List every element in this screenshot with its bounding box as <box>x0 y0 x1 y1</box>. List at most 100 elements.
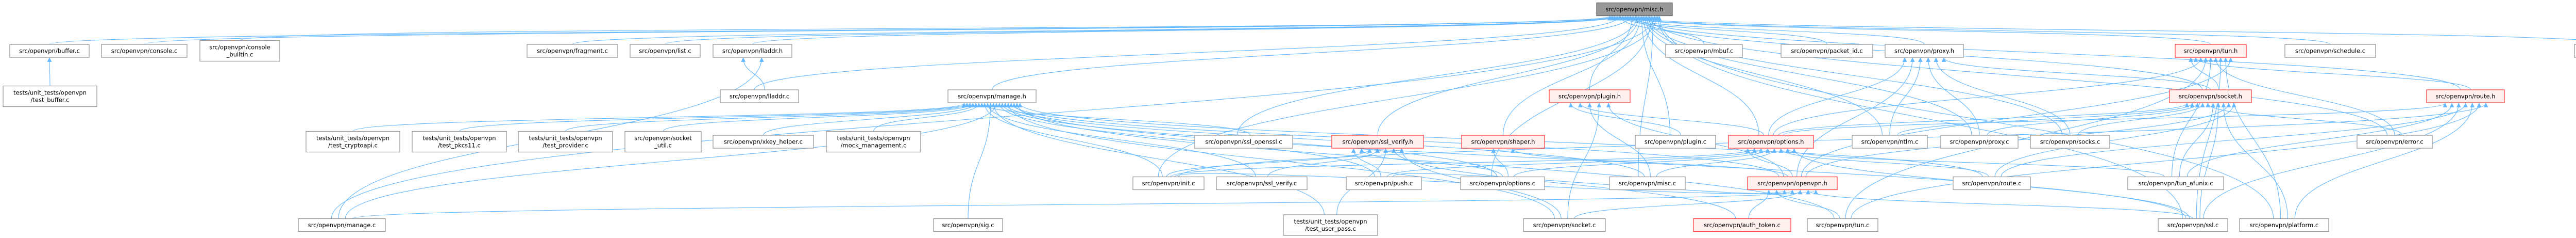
node-test-user-pass-c[interactable]: tests/unit_tests/openvpn/test_user_pass.… <box>1283 214 1378 236</box>
node-sig-c[interactable]: src/openvpn/sig.c <box>933 218 1003 232</box>
edge-init-c-to-ssl-verify-h <box>1166 148 1372 177</box>
node-test-provider-c[interactable]: tests/unit_tests/openvpn/test_provider.c <box>518 131 613 153</box>
edge-options-h-to-misc-h <box>1641 15 1759 136</box>
edge-options-c-to-shaper-h <box>1491 148 1509 177</box>
node-schedule-c[interactable]: src/openvpn/schedule.c <box>2284 44 2376 58</box>
edge-tun-afunix-c-to-options-h <box>1785 148 2165 177</box>
node-lladdr-c[interactable]: src/openvpn/lladdr.c <box>720 89 799 103</box>
node-packet-id-c[interactable]: src/openvpn/packet_id.c <box>1781 44 1873 58</box>
node-box <box>2030 135 2110 149</box>
node-misc-c[interactable]: src/openvpn/misc.c <box>1609 176 1686 191</box>
node-label: src/openvpn/buffer.c <box>19 47 80 55</box>
node-tun-h[interactable]: src/openvpn/tun.h <box>2175 44 2247 58</box>
node-proxy-c[interactable]: src/openvpn/proxy.c <box>1940 135 2019 149</box>
node-route-c[interactable]: src/openvpn/route.c <box>1953 176 2031 191</box>
node-lladdr-h[interactable]: src/openvpn/lladdr.h <box>713 44 792 58</box>
node-box <box>1635 135 1716 149</box>
edge-error-c-to-socket-h <box>2206 103 2403 136</box>
node-box <box>3 85 97 107</box>
node-platform-c[interactable]: src/openvpn/platform.c <box>2239 218 2329 232</box>
node-label: src/openvpn/plugin.h <box>1558 93 1621 100</box>
node-console-builtin-c[interactable]: src/openvpn/console_builtin.c <box>199 40 280 62</box>
node-box <box>2357 135 2433 149</box>
node-label: tests/unit_tests/openvpn <box>13 89 87 97</box>
node-mock-management-c[interactable]: tests/unit_tests/openvpn/mock_management… <box>826 131 921 153</box>
node-ssl-c[interactable]: src/openvpn/ssl.c <box>2158 218 2228 232</box>
edge-socket-c-to-openvpn-h <box>1574 189 1803 219</box>
node-console-c[interactable]: src/openvpn/console.c <box>101 44 188 58</box>
node-label: src/openvpn/options.h <box>1738 138 1804 146</box>
node-error-c[interactable]: src/openvpn/error.c <box>2357 135 2433 149</box>
edge-misc-c-to-plugin-h <box>1587 103 1651 177</box>
node-label: src/openvpn/route.h <box>2436 93 2496 100</box>
node-label: tests/unit_tests/openvpn <box>837 135 910 142</box>
edge-console-builtin-c-to-misc-h <box>239 15 1615 41</box>
node-label: src/openvpn/tun_afunix.c <box>2138 180 2213 187</box>
node-test-buffer-c[interactable]: tests/unit_tests/openvpn/test_buffer.c <box>3 85 97 107</box>
edge-console-c-to-misc-h <box>144 15 1613 45</box>
node-box <box>2127 176 2224 191</box>
node-shaper-h[interactable]: src/openvpn/shaper.h <box>1461 135 1545 149</box>
node-options-c[interactable]: src/openvpn/options.c <box>1460 176 1545 191</box>
node-label: src/openvpn/socket.c <box>1533 221 1596 229</box>
node-ssl-openssl-c[interactable]: src/openvpn/ssl_openssl.c <box>1194 135 1293 149</box>
node-list-c[interactable]: src/openvpn/list.c <box>630 44 701 58</box>
edge-test-user-pass-c-to-manage-h <box>991 103 1325 215</box>
node-init-c[interactable]: src/openvpn/init.c <box>1132 176 1205 191</box>
edge-lladdr-c-to-misc-h <box>754 15 1622 90</box>
node-fragment-c[interactable]: src/openvpn/fragment.c <box>527 44 618 58</box>
node-box <box>947 89 1037 103</box>
node-auth-token-c[interactable]: src/openvpn/auth_token.c <box>1693 218 1791 232</box>
node-buffer-c[interactable]: src/openvpn/buffer.c <box>9 44 90 58</box>
edge-options-h-to-plugin-h <box>1578 103 1764 136</box>
node-tun-afunix-c[interactable]: src/openvpn/tun_afunix.c <box>2127 176 2224 191</box>
node-label: /test_buffer.c <box>31 97 70 104</box>
edge-packet-id-c-to-misc-h <box>1620 15 1827 45</box>
node-label: src/openvpn/tun.h <box>2184 47 2238 55</box>
node-box <box>101 44 188 58</box>
node-box <box>1852 135 1928 149</box>
node-plugin-h[interactable]: src/openvpn/plugin.h <box>1549 89 1631 103</box>
node-test-cryptoapi-c[interactable]: tests/unit_tests/openvpn/test_cryptoapi.… <box>306 131 400 153</box>
node-socks-c[interactable]: src/openvpn/socks.c <box>2030 135 2110 149</box>
node-socket-c[interactable]: src/openvpn/socket.c <box>1523 218 1606 232</box>
node-label: src/openvpn/shaper.h <box>1471 138 1535 146</box>
node-ntlm-c[interactable]: src/openvpn/ntlm.c <box>1852 135 1928 149</box>
node-manage-c[interactable]: src/openvpn/manage.c <box>298 218 386 232</box>
node-box <box>2426 89 2505 103</box>
node-tun-c[interactable]: src/openvpn/tun.c <box>1807 218 1878 232</box>
node-route-h[interactable]: src/openvpn/route.h <box>2426 89 2505 103</box>
edge-misc-c-to-misc-h <box>1638 15 1655 177</box>
node-socket-h[interactable]: src/openvpn/socket.h <box>2169 89 2252 103</box>
node-openvpn-h[interactable]: src/openvpn/openvpn.h <box>1747 176 1838 191</box>
node-xkey-helper-c[interactable]: src/openvpn/xkey_helper.c <box>713 135 814 149</box>
node-label: src/openvpn/console.c <box>111 47 178 55</box>
node-proxy-h[interactable]: src/openvpn/proxy.h <box>1885 44 1964 58</box>
node-test-pkcs11-c[interactable]: tests/unit_tests/openvpn/test_pkcs11.c <box>412 131 507 153</box>
node-label: src/openvpn/ssl_verify.c <box>1227 180 1297 187</box>
node-ssl-verify-c[interactable]: src/openvpn/ssl_verify.c <box>1216 176 1308 191</box>
node-socket-util-c[interactable]: src/openvpn/socket_util.c <box>624 131 702 153</box>
node-mbuf-c[interactable]: src/openvpn/mbuf.c <box>1665 44 1743 58</box>
node-options-h[interactable]: src/openvpn/options.h <box>1728 135 1814 149</box>
node-box <box>306 131 400 153</box>
edge-openvpn-h-to-options-h <box>1745 148 1793 177</box>
node-box <box>1781 44 1873 58</box>
node-label: src/openvpn/manage.c <box>308 221 376 229</box>
edge-tun-c-to-openvpn-h <box>1774 189 1840 219</box>
node-box <box>1609 176 1686 191</box>
node-misc-h[interactable]: src/openvpn/misc.h <box>1596 2 1673 17</box>
node-label: src/openvpn/console <box>209 44 270 51</box>
node-plugin-c[interactable]: src/openvpn/plugin.c <box>1635 135 1716 149</box>
node-ssl-verify-h[interactable]: src/openvpn/ssl_verify.h <box>1331 135 1424 149</box>
node-manage-h[interactable]: src/openvpn/manage.h <box>947 89 1037 103</box>
node-box <box>412 131 507 153</box>
node-push-c[interactable]: src/openvpn/push.c <box>1346 176 1422 191</box>
node-box <box>713 135 814 149</box>
node-status-c[interactable]: src/openvpn/status.c <box>2574 44 2576 58</box>
edge-init-c-to-misc-h <box>1158 15 1658 177</box>
node-label: src/openvpn/tun.c <box>1816 221 1870 229</box>
edge-xkey-helper-c-to-manage-h <box>762 103 978 136</box>
edge-status-c-to-misc-h <box>1626 15 2576 40</box>
node-box <box>1747 176 1838 191</box>
